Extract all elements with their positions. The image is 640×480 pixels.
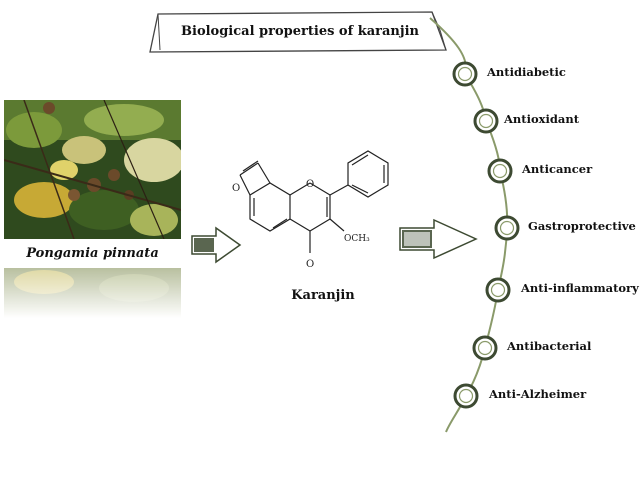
- property-node: [472, 335, 498, 361]
- property-node: [485, 277, 511, 303]
- arrow-to-structure: [191, 226, 242, 264]
- property-label: Gastroprotective: [528, 219, 636, 233]
- property-node-inner: [499, 220, 515, 236]
- arrow-to-properties: [399, 218, 478, 260]
- ring-oxygen-label: O: [306, 179, 314, 190]
- property-node-inner: [458, 388, 474, 404]
- property-node-inner: [457, 66, 473, 82]
- property-label: Anti-Alzheimer: [489, 387, 587, 401]
- carbonyl-oxygen-label: O: [306, 259, 314, 270]
- property-label: Anti-inflammatory: [521, 281, 639, 295]
- property-node: [494, 215, 520, 241]
- property-node-inner: [478, 113, 494, 129]
- property-label: Antibacterial: [507, 339, 592, 353]
- property-label: Anticancer: [522, 162, 593, 176]
- plant-caption: Pongamia pinnata: [26, 246, 159, 261]
- property-label: Antidiabetic: [487, 65, 566, 79]
- compound-caption: Karanjin: [291, 288, 355, 303]
- plant-photo: [4, 100, 181, 239]
- methoxy-label: OCH₃: [344, 234, 370, 244]
- plant-photo-reflection: [4, 268, 181, 318]
- diagram-title: Biological properties of karanjin: [181, 24, 419, 39]
- karanjin-structure: O O O OCH₃: [232, 150, 389, 270]
- property-node: [487, 158, 513, 184]
- property-label: Antioxidant: [504, 112, 580, 126]
- property-node-inner: [492, 163, 508, 179]
- property-node: [473, 108, 499, 134]
- property-node: [453, 383, 479, 409]
- furan-oxygen-label: O: [232, 183, 240, 194]
- property-node-inner: [477, 340, 493, 356]
- property-node: [452, 61, 478, 87]
- property-node-inner: [490, 282, 506, 298]
